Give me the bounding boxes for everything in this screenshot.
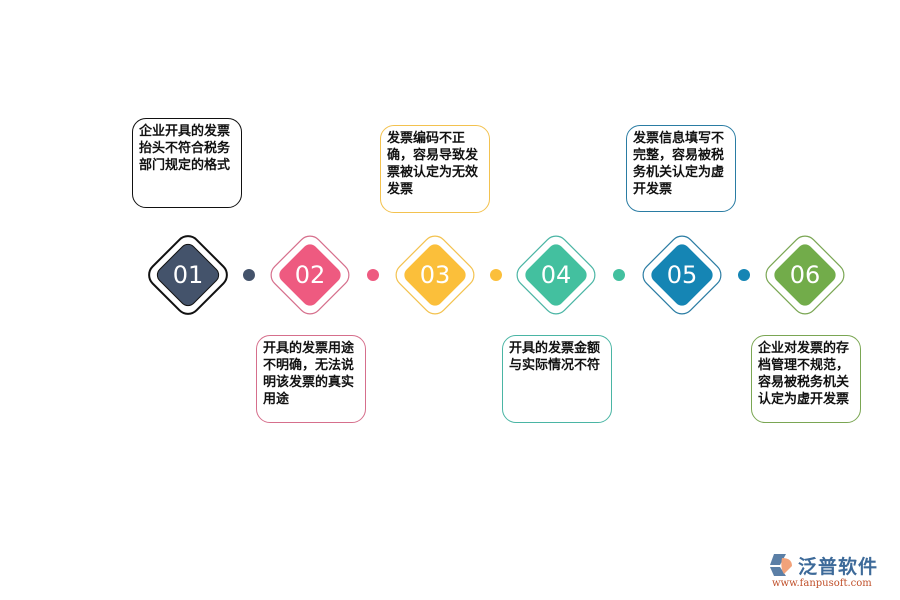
step-number: 06 — [789, 261, 821, 289]
step-description-01: 企业开具的发票抬头不符合税务部门规定的格式 — [132, 118, 242, 208]
connector-dot — [489, 269, 502, 281]
step-diamond-02: 02 — [258, 223, 362, 327]
connector-dot — [366, 269, 379, 281]
brand-logo: 泛普软件 www.fanpusoft.com — [766, 552, 896, 596]
step-description-03: 发票编码不正确，容易导致发票被认定为无效发票 — [380, 125, 490, 213]
step-diamond-05: 05 — [630, 223, 734, 327]
step-diamond-01: 01 — [136, 223, 240, 327]
step-description-05: 发票信息填写不完整，容易被税务机关认定为虚开发票 — [626, 125, 736, 212]
step-number: 04 — [540, 261, 572, 289]
step-number: 05 — [666, 261, 698, 289]
connector-dot — [613, 269, 625, 281]
step-number: 03 — [419, 261, 451, 289]
step-number: 02 — [294, 261, 326, 289]
step-number: 01 — [172, 261, 204, 289]
fanpu-logo-icon — [770, 554, 792, 576]
brand-name: 泛普软件 — [798, 556, 879, 578]
step-diamond-04: 04 — [504, 223, 608, 327]
brand-url: www.fanpusoft.com — [772, 578, 872, 589]
step-diamond-03: 03 — [383, 223, 487, 327]
step-diamond-06: 06 — [753, 223, 857, 327]
step-description-06: 企业对发票的存档管理不规范，容易被税务机关认定为虚开发票 — [751, 335, 861, 423]
step-description-04: 开具的发票金额与实际情况不符 — [502, 335, 612, 423]
step-description-02: 开具的发票用途不明确，无法说明该发票的真实用途 — [256, 335, 366, 423]
connector-dot — [737, 269, 750, 281]
connector-dot — [243, 269, 255, 281]
